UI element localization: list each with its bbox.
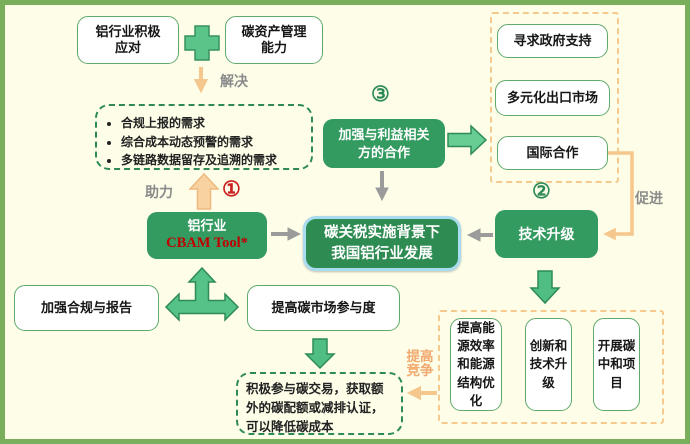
needs-item: 合规上报的需求 bbox=[121, 114, 305, 133]
arrow-assist-up bbox=[188, 172, 220, 210]
node-energy-efficiency: 提高能源效率和能源结构优化 bbox=[450, 318, 502, 411]
cbam-line1: 铝行业 bbox=[187, 217, 227, 233]
connector-layer bbox=[164, 25, 634, 401]
node-compliance-reporting: 加强合规与报告 bbox=[14, 285, 159, 331]
node-carbon-asset: 碳资产管理 能力 bbox=[225, 16, 323, 64]
node-gov-support: 寻求政府支持 bbox=[497, 24, 608, 58]
node-carbon-trade-note: 积极参与碳交易，获取额外的碳配额或减排认证，可以降低碳成本 bbox=[236, 372, 403, 435]
arrow-market-down bbox=[304, 338, 336, 370]
marker-number-1: ① bbox=[222, 178, 241, 201]
cbam-line2: CBAM Tool* bbox=[166, 235, 248, 252]
node-center-title: 碳关税实施背景下 我国铝行业发展 bbox=[303, 216, 461, 271]
arrow-tech-down bbox=[529, 270, 561, 305]
node-innovation-upgrade: 创新和技术升级 bbox=[525, 318, 572, 411]
arrow-promote-elbow bbox=[603, 151, 634, 241]
node-export-diversify: 多元化出口市场 bbox=[495, 80, 610, 116]
label-assist: 助力 bbox=[145, 184, 173, 200]
needs-item: 多链路数据留存及追溯的需求 bbox=[121, 151, 305, 170]
label-promote: 促进 bbox=[635, 190, 663, 206]
node-market-participation: 提高碳市场参与度 bbox=[247, 285, 400, 331]
marker-number-3: ③ bbox=[371, 83, 390, 106]
needs-list: 合规上报的需求 综合成本动态预警的需求 多链路数据留存及追溯的需求 bbox=[97, 106, 311, 176]
node-tech-upgrade: 技术升级 bbox=[495, 210, 598, 258]
tech-measures-group bbox=[438, 310, 664, 424]
label-compete: 提高 竞争 bbox=[406, 349, 434, 379]
needs-group: 合规上报的需求 综合成本动态预警的需求 多链路数据留存及追溯的需求 bbox=[95, 104, 313, 170]
arrow-three-way bbox=[164, 266, 240, 322]
node-carbon-neutral-projects: 开展碳中和项目 bbox=[593, 318, 640, 411]
node-stakeholder-cooperation: 加强与利益相关 方的合作 bbox=[323, 119, 445, 168]
plus-icon bbox=[184, 25, 220, 61]
marker-number-2: ② bbox=[532, 180, 551, 203]
node-cbam-tool: 铝行业 CBAM Tool* bbox=[147, 212, 267, 259]
label-solve: 解决 bbox=[220, 73, 248, 89]
needs-item: 综合成本动态预警的需求 bbox=[121, 133, 305, 152]
strategies-group bbox=[490, 12, 619, 183]
node-intl-cooperation: 国际合作 bbox=[497, 136, 608, 170]
node-industry-response: 铝行业积极 应对 bbox=[77, 16, 179, 64]
arrow-stakeholder-right bbox=[447, 124, 488, 156]
